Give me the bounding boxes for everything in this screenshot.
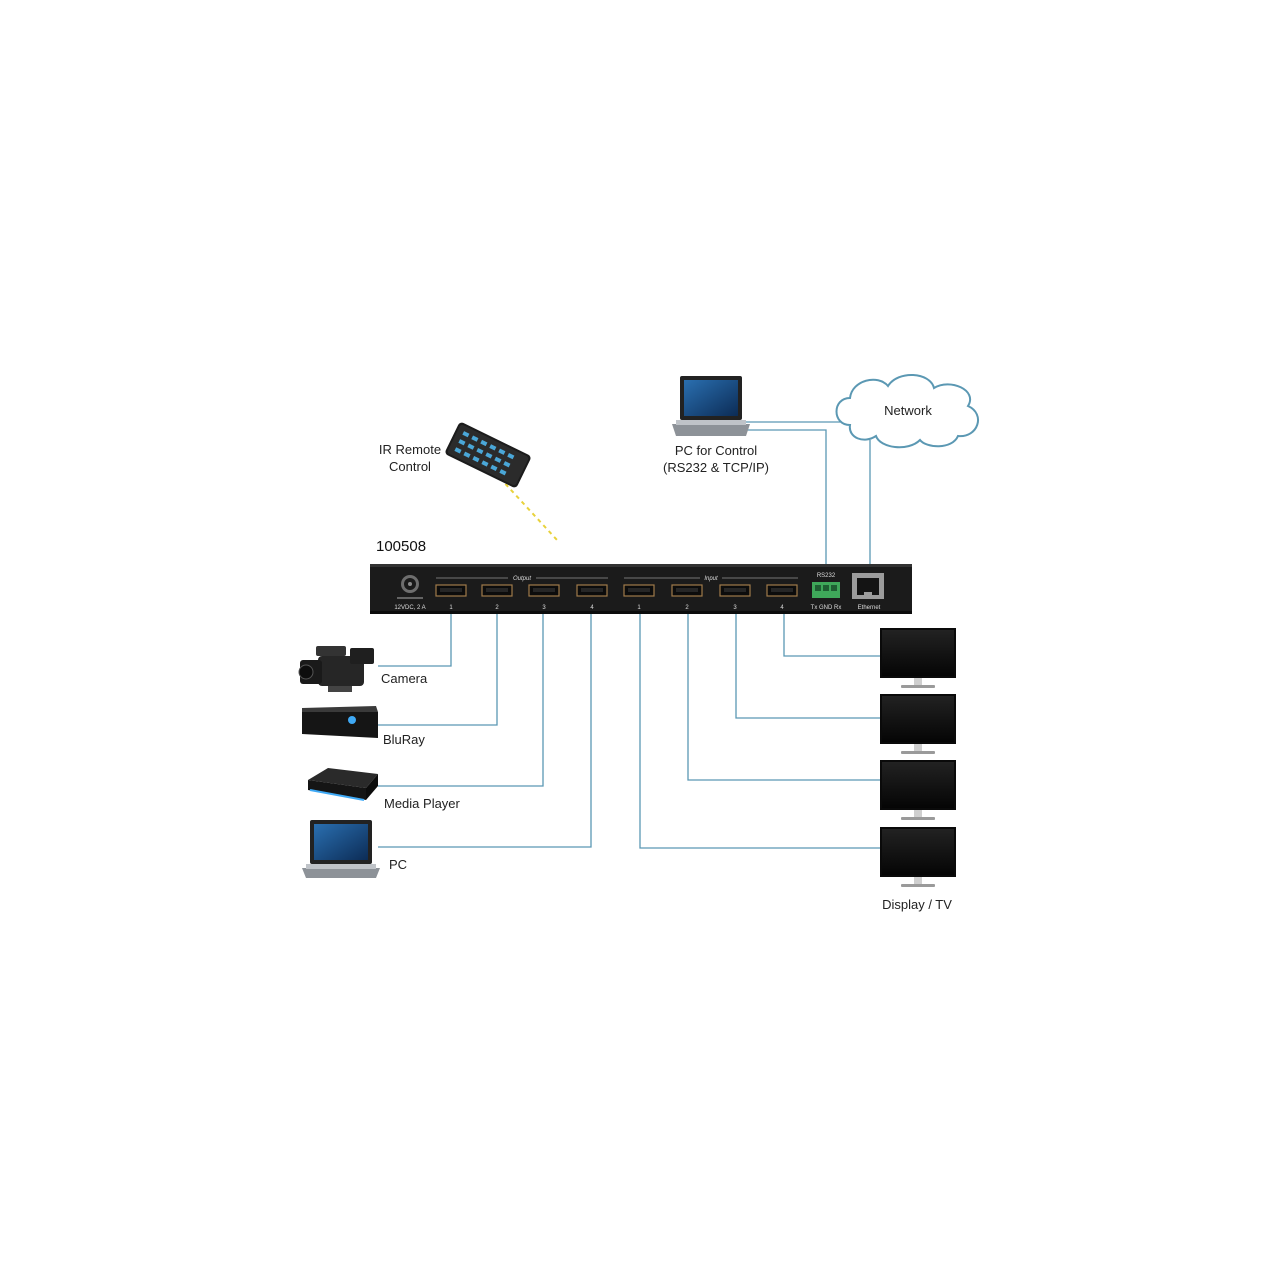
wire-display-4 bbox=[639, 612, 880, 849]
connection-wires bbox=[378, 421, 880, 849]
input-port-3-label: 3 bbox=[733, 605, 737, 611]
hdmi-port-icon bbox=[623, 584, 655, 597]
hdmi-port-icon bbox=[671, 584, 703, 597]
input-port-4-label: 4 bbox=[780, 605, 784, 611]
ethernet-label: Ethernet bbox=[858, 605, 881, 611]
output-port-1-label: 1 bbox=[449, 605, 453, 611]
camera-icon bbox=[298, 646, 374, 692]
dc-jack-icon bbox=[397, 575, 423, 599]
ir-remote-icon bbox=[445, 422, 531, 488]
monitor-icon bbox=[880, 760, 956, 820]
power-label: 12VDC, 2 A bbox=[394, 605, 425, 611]
ir-remote-label-line2: Control bbox=[389, 459, 431, 474]
hdmi-port-icon bbox=[528, 584, 560, 597]
output-port-4-label: 4 bbox=[590, 605, 594, 611]
rs232-pins-label: Tx GND Rx bbox=[811, 605, 842, 611]
ir-beam bbox=[499, 477, 558, 541]
input-port-2-label: 2 bbox=[685, 605, 689, 611]
media-player-label: Media Player bbox=[384, 796, 461, 811]
bluray-label: BluRay bbox=[383, 732, 425, 747]
output-port-2-label: 2 bbox=[495, 605, 499, 611]
hdmi-port-icon bbox=[719, 584, 751, 597]
input-group-label: Input bbox=[704, 576, 718, 582]
wire-bluray bbox=[378, 612, 498, 726]
ethernet-port-icon bbox=[852, 573, 884, 599]
bluray-player-icon bbox=[302, 706, 378, 738]
hdmi-port-icon bbox=[481, 584, 513, 597]
laptop-icon bbox=[302, 820, 380, 878]
monitor-icon bbox=[880, 827, 956, 887]
media-player-icon bbox=[308, 768, 378, 801]
display-label: Display / TV bbox=[882, 897, 952, 912]
wire-display-1 bbox=[783, 612, 880, 657]
input-port-1-label: 1 bbox=[637, 605, 641, 611]
pc-control-label-line1: PC for Control bbox=[675, 443, 757, 458]
cloud-icon bbox=[835, 373, 979, 449]
wire-pc bbox=[378, 612, 592, 848]
network-label: Network bbox=[884, 403, 932, 418]
rs232-label: RS232 bbox=[817, 573, 836, 579]
laptop-icon bbox=[672, 376, 750, 436]
hdmi-port-icon bbox=[576, 584, 608, 597]
device-model-label: 100508 bbox=[376, 538, 426, 555]
matrix-switch-device: 12VDC, 2 A Output Input 1 2 3 4 1 2 3 4 … bbox=[370, 564, 912, 614]
monitor-icon bbox=[880, 694, 956, 754]
output-group-label: Output bbox=[513, 576, 531, 582]
pc-control-label-line2: (RS232 & TCP/IP) bbox=[663, 460, 769, 475]
ir-remote-label-line1: IR Remote bbox=[379, 442, 441, 457]
wire-media-player bbox=[378, 612, 544, 787]
camera-label: Camera bbox=[381, 671, 428, 686]
hdmi-port-icon bbox=[435, 584, 467, 597]
output-port-3-label: 3 bbox=[542, 605, 546, 611]
wire-display-3 bbox=[687, 612, 880, 781]
hdmi-port-icon bbox=[766, 584, 798, 597]
pc-label: PC bbox=[389, 857, 407, 872]
wire-rs232 bbox=[746, 429, 827, 566]
wire-camera bbox=[378, 612, 452, 667]
wire-display-2 bbox=[735, 612, 880, 719]
rs232-terminal bbox=[812, 582, 840, 598]
monitor-icon bbox=[880, 628, 956, 688]
